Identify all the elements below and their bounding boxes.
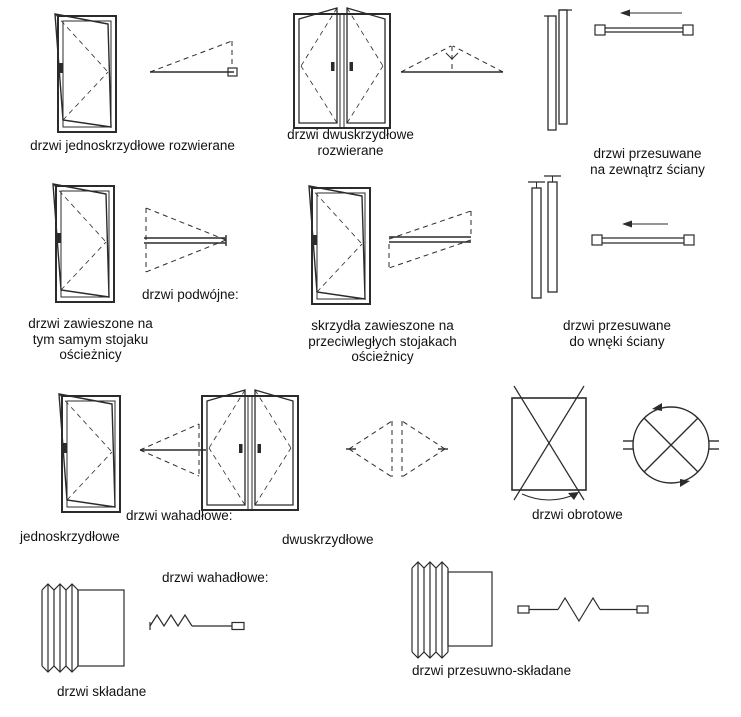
sliding-folding-door-plan-icon (516, 594, 650, 624)
label-swing-double-door: dwuskrzydłowe (282, 532, 374, 547)
folding-door-plan-icon (146, 608, 250, 638)
label-sliding-door-recess: drzwi przesuwane do wnęki ściany (562, 318, 672, 349)
label-revolving-door: drzwi obrotowe (532, 507, 623, 522)
folding-door-elevation-icon (34, 578, 128, 678)
sliding-door-recess-elevation-icon (526, 172, 566, 304)
label-sliding-folding-door: drzwi przesuwno-składane (412, 663, 572, 678)
swing-single-door-plan-icon (136, 418, 208, 482)
swing-double-door-elevation-icon (194, 386, 306, 516)
double-swing-door-plan-icon (398, 38, 506, 78)
swing-double-door-plan-icon (346, 412, 448, 486)
label-double-swing-door: drzwi dwuskrzydłowe rozwierane (287, 127, 414, 158)
heading-swing-doors-repeat: drzwi wahadłowe: (162, 570, 269, 585)
same-jamb-door-plan-icon (138, 202, 236, 278)
single-swing-door-elevation-icon (38, 8, 138, 138)
swing-single-door-elevation-icon (42, 388, 142, 518)
sliding-door-outside-plan-icon (592, 6, 696, 46)
label-swing-single-door: jednoskrzydłowe (20, 529, 120, 544)
sliding-door-recess-plan-icon (588, 212, 698, 258)
double-swing-door-elevation-icon (286, 4, 398, 134)
label-opposite-jambs-door: skrzydła zawieszone na przeciwległych st… (308, 318, 457, 365)
label-sliding-door-outside: drzwi przesuwane na zewnątrz ściany (590, 146, 705, 177)
single-swing-door-plan-icon (148, 28, 240, 78)
heading-swing-doors: drzwi wahadłowe: (126, 508, 233, 523)
sliding-door-outside-elevation-icon (542, 4, 574, 136)
label-folding-door: drzwi składane (57, 684, 147, 699)
same-jamb-door-elevation-icon (36, 178, 136, 308)
revolving-door-plan-icon (622, 398, 720, 492)
opposite-jambs-door-plan-icon (384, 206, 478, 272)
heading-double-doors: drzwi podwójne: (142, 287, 239, 302)
revolving-door-elevation-icon (502, 382, 596, 504)
opposite-jambs-door-elevation-icon (292, 180, 392, 310)
label-same-jamb-door: drzwi zawieszone na tym samym stojaku oś… (28, 316, 153, 363)
label-single-swing-door: drzwi jednoskrzydłowe rozwierane (30, 138, 235, 153)
sliding-folding-door-elevation-icon (404, 558, 498, 662)
